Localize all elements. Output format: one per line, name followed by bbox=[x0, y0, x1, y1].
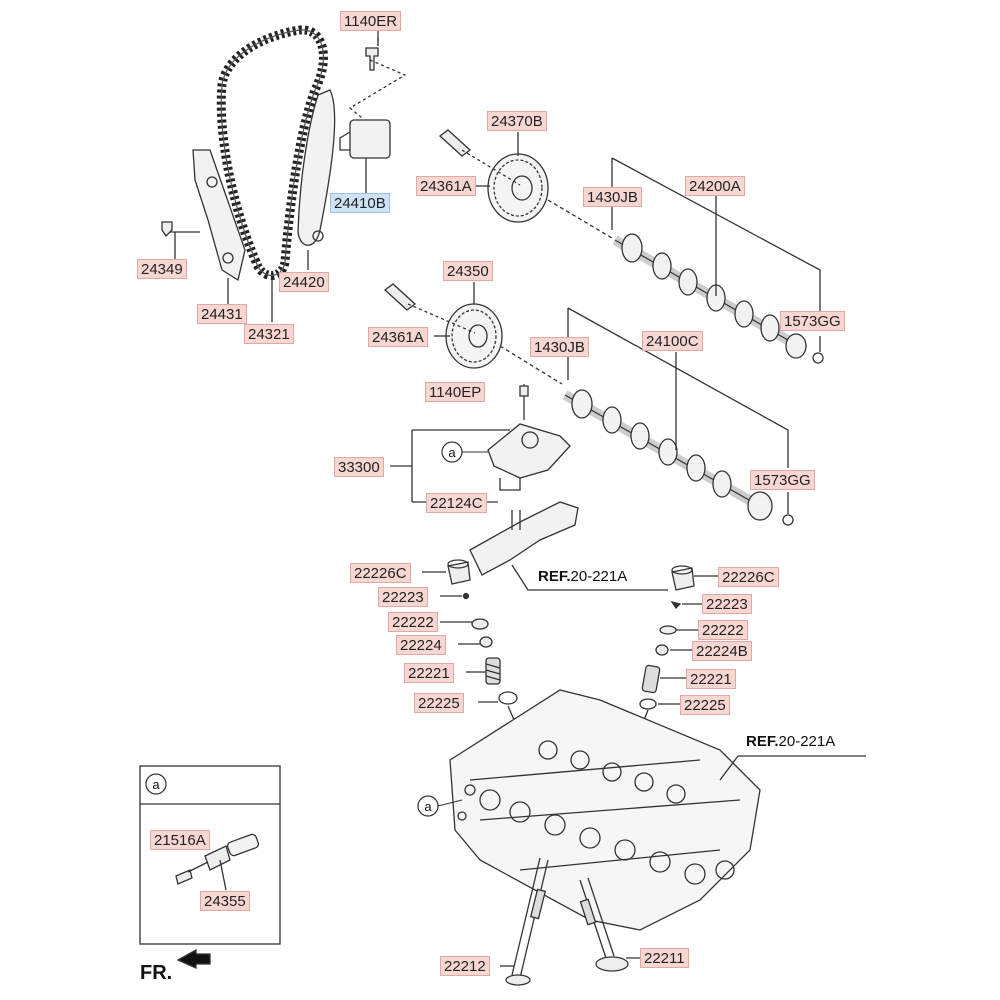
cylinder-head bbox=[449, 689, 761, 931]
marker-a-inset-text: a bbox=[152, 777, 160, 792]
valve-seat-right bbox=[639, 698, 657, 710]
part-label-24321: 24321 bbox=[244, 324, 294, 344]
part-label-1430jb-mid: 1430JB bbox=[530, 337, 589, 357]
part-label-1430jb-top: 1430JB bbox=[583, 187, 642, 207]
part-label-1573gg-top: 1573GG bbox=[780, 311, 845, 331]
lash-adjuster-right bbox=[671, 565, 695, 591]
part-label-24200a: 24200A bbox=[685, 176, 745, 196]
part-label-22223-right: 22223 bbox=[702, 594, 752, 614]
bolt-24361a-top bbox=[438, 129, 472, 157]
reference-prefix: REF. bbox=[538, 568, 571, 585]
part-label-1140er: 1140ER bbox=[340, 11, 402, 31]
part-label-21516a: 21516A bbox=[150, 830, 210, 850]
marker-a-bracket-text: a bbox=[448, 445, 456, 460]
part-label-22124c: 22124C bbox=[426, 493, 487, 513]
valve-seal-left bbox=[479, 636, 493, 648]
part-label-24410b: 24410B bbox=[330, 193, 390, 213]
camshaft-mid bbox=[562, 389, 794, 526]
tensioner-arm bbox=[297, 89, 336, 246]
part-label-24361a-mid: 24361A bbox=[368, 327, 428, 347]
part-label-22224b: 22224B bbox=[692, 641, 752, 661]
part-label-1140ep: 1140EP bbox=[425, 382, 486, 402]
reference-note-head: REF.20-221A bbox=[746, 733, 835, 751]
cam-bracket-33300 bbox=[487, 423, 571, 491]
bolt-24349 bbox=[161, 221, 173, 238]
cam-sprocket-top bbox=[487, 132, 549, 223]
chain-tensioner bbox=[339, 119, 391, 194]
reference-number: 20-221A bbox=[778, 733, 836, 750]
part-label-22212: 22212 bbox=[440, 956, 490, 976]
part-label-24431: 24431 bbox=[197, 304, 247, 324]
part-label-24350: 24350 bbox=[443, 261, 493, 281]
camshaft-top bbox=[612, 233, 824, 364]
part-label-24349: 24349 bbox=[137, 259, 187, 279]
part-label-24370b: 24370B bbox=[487, 111, 547, 131]
part-label-22225-right: 22225 bbox=[680, 695, 730, 715]
part-label-22226c-right: 22226C bbox=[718, 567, 779, 587]
part-label-22224: 22224 bbox=[396, 635, 446, 655]
bolt-1140er bbox=[365, 47, 379, 71]
front-arrow-icon bbox=[176, 948, 211, 970]
part-label-22222-right: 22222 bbox=[698, 620, 748, 640]
part-label-24355: 24355 bbox=[200, 891, 250, 911]
part-label-24100c: 24100C bbox=[642, 331, 703, 351]
reference-note-bracket: REF.20-221A bbox=[538, 568, 627, 586]
front-direction-label: FR. bbox=[140, 962, 173, 984]
valve-seat-left bbox=[498, 691, 518, 705]
lash-adjuster-left bbox=[447, 559, 471, 585]
timing-chain bbox=[216, 25, 328, 280]
bolt-24361a-mid bbox=[383, 283, 417, 311]
chain-guide-left bbox=[192, 149, 246, 282]
rocker-bracket bbox=[469, 501, 579, 576]
valve-seal-right bbox=[655, 644, 669, 656]
part-label-33300: 33300 bbox=[334, 457, 384, 477]
part-label-24420: 24420 bbox=[279, 272, 329, 292]
part-label-22225-left: 22225 bbox=[414, 693, 464, 713]
part-label-22211: 22211 bbox=[640, 948, 689, 968]
part-label-22223-left: 22223 bbox=[378, 587, 428, 607]
reference-number: 20-221A bbox=[570, 568, 628, 585]
part-label-22221-right: 22221 bbox=[686, 669, 736, 689]
valve-retainer-left bbox=[471, 618, 489, 630]
part-label-22221-left: 22221 bbox=[404, 663, 454, 683]
part-label-22222-left: 22222 bbox=[388, 612, 438, 632]
valve-retainer-right bbox=[659, 625, 677, 635]
cam-sprocket-mid bbox=[445, 282, 503, 369]
reference-prefix: REF. bbox=[746, 733, 779, 750]
part-label-1573gg-mid: 1573GG bbox=[750, 470, 815, 490]
marker-a-inset bbox=[145, 773, 167, 795]
valve-spring-right bbox=[641, 664, 661, 694]
oil-control-valve bbox=[175, 833, 260, 891]
part-label-24361a-top: 24361A bbox=[416, 176, 476, 196]
marker-a-head-text: a bbox=[424, 799, 432, 814]
intake-valve bbox=[511, 857, 549, 979]
part-label-22226c-left: 22226C bbox=[350, 563, 411, 583]
